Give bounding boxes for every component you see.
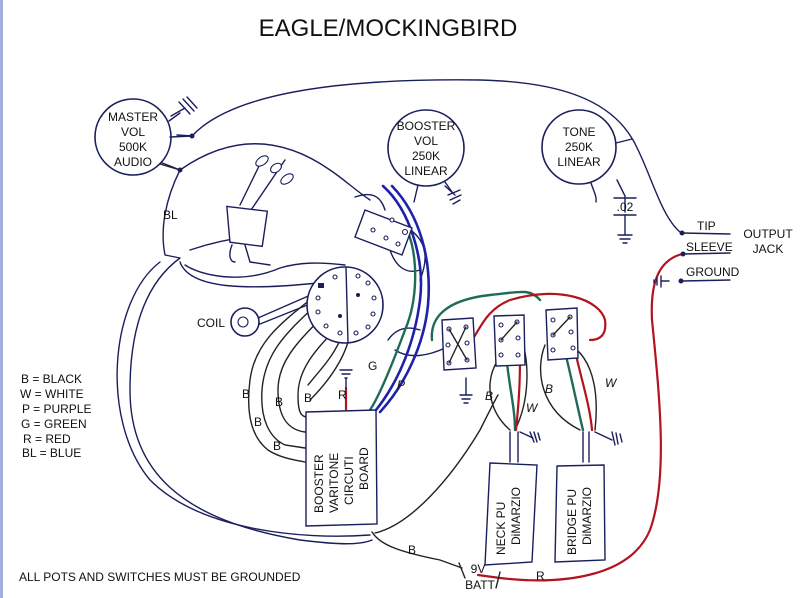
legend-item: BL = BLUE [22, 446, 81, 460]
ground-symbols [170, 96, 670, 446]
master-volume-pot: MASTER VOL 500K AUDIO [94, 98, 195, 176]
wire-label-red: R [338, 388, 347, 402]
capacitor: .02 [613, 197, 637, 216]
grounding-note: ALL POTS AND SWITCHES MUST BE GROUNDED [19, 570, 301, 584]
battery-label-1: 9V [471, 562, 486, 576]
jack-ground-label: GROUND [686, 265, 740, 279]
neck-pickup-label-1: NECK PU [494, 502, 508, 555]
circuit-board: BOOSTER VARITONE CIRCUTI BOARD [305, 409, 378, 527]
bridge-pickup-label-2: DiMARZIO [580, 487, 594, 545]
diagram-title: EAGLE/MOCKINGBIRD [259, 15, 518, 42]
ground-icon [617, 234, 633, 244]
wire-label-black-6: B [408, 543, 416, 557]
scan-edge [0, 0, 3, 598]
jack-sleeve-label: SLEEVE [686, 240, 733, 254]
green-wire [368, 230, 585, 432]
ground-icon [339, 369, 353, 389]
tone-pot: TONE 250K LINEAR [541, 109, 617, 185]
board-label-1: BOOSTER [312, 454, 326, 513]
booster-vol-label-4: LINEAR [404, 164, 448, 178]
ground-icon [444, 185, 462, 205]
output-jack-title-2: JACK [753, 242, 784, 256]
booster-volume-pot: BOOSTER VOL 250K LINEAR [387, 109, 465, 203]
toggle-switch [226, 155, 294, 248]
wire-label-blue: BL [163, 208, 178, 222]
master-vol-label-2: VOL [121, 125, 145, 139]
wire-label-black-4: B [304, 391, 312, 405]
wire-label-white-1: W [526, 401, 539, 415]
board-label-4: BOARD [357, 447, 371, 490]
ground-icon [653, 275, 670, 288]
wire-label-green: G [368, 359, 377, 373]
wire-labels: BL G P R B B B B B B B B W W R [163, 208, 618, 583]
capacitor-value: .02 [617, 200, 634, 214]
battery: 9V BATT [458, 562, 501, 592]
booster-switch [354, 209, 413, 256]
tone-label-3: LINEAR [557, 155, 601, 169]
wire-label-black-3: B [275, 395, 283, 409]
wire-label-black-2: B [254, 415, 262, 429]
board-label-2: VARITONE [327, 453, 341, 513]
battery-label-2: BATT [465, 578, 495, 592]
booster-vol-label-3: 250K [412, 149, 440, 163]
wire-label-black-1: B [242, 387, 250, 401]
tone-label-2: 250K [565, 140, 593, 154]
ground-icon [459, 377, 473, 404]
wire-label-black-5: B [273, 439, 281, 453]
tone-label-1: TONE [562, 125, 595, 139]
board-label-3: CIRCUTI [342, 456, 356, 505]
legend-item: W = WHITE [20, 387, 84, 401]
master-vol-label-1: MASTER [108, 110, 158, 124]
master-vol-label-3: 500K [119, 140, 147, 154]
output-jack: TIP SLEEVE GROUND OUTPUT JACK [678, 219, 793, 284]
booster-vol-label-2: VOL [414, 134, 438, 148]
mini-switch-bridge [545, 307, 579, 361]
mini-switch-neck [493, 314, 526, 367]
coil-label: COIL [197, 316, 225, 330]
jack-tip-label: TIP [697, 219, 716, 233]
wire-label-white-2: W [605, 376, 618, 390]
master-vol-label-4: AUDIO [114, 155, 152, 169]
rotary-varitone-switch [306, 266, 384, 344]
bridge-pickup: BRIDGE PU DiMARZIO [554, 431, 606, 563]
color-legend: B = BLACK W = WHITE P = PURPLE G = GREEN… [20, 372, 91, 460]
legend-item: G = GREEN [21, 417, 87, 431]
wire-label-black-7: B [485, 389, 493, 403]
wire-label-purple: P [397, 378, 405, 392]
legend-item: P = PURPLE [22, 402, 91, 416]
blue-wire-bundle [374, 184, 430, 414]
coil: COIL [197, 307, 260, 337]
wire-label-red-2: R [536, 569, 545, 583]
ground-icon [170, 96, 198, 117]
legend-item: R = RED [23, 432, 71, 446]
output-jack-title-1: OUTPUT [743, 227, 793, 241]
bridge-pickup-label-1: BRIDGE PU [565, 489, 579, 555]
neck-pickup: NECK PU DiMARZIO [484, 431, 538, 566]
ground-icon [519, 431, 541, 443]
legend-item: B = BLACK [21, 372, 82, 386]
booster-vol-label-1: BOOSTER [397, 119, 456, 133]
ground-icon [594, 431, 623, 446]
mini-switch-phase [441, 317, 477, 371]
wire-label-black-8: B [545, 382, 553, 396]
neck-pickup-label-2: DiMARZIO [509, 487, 523, 545]
